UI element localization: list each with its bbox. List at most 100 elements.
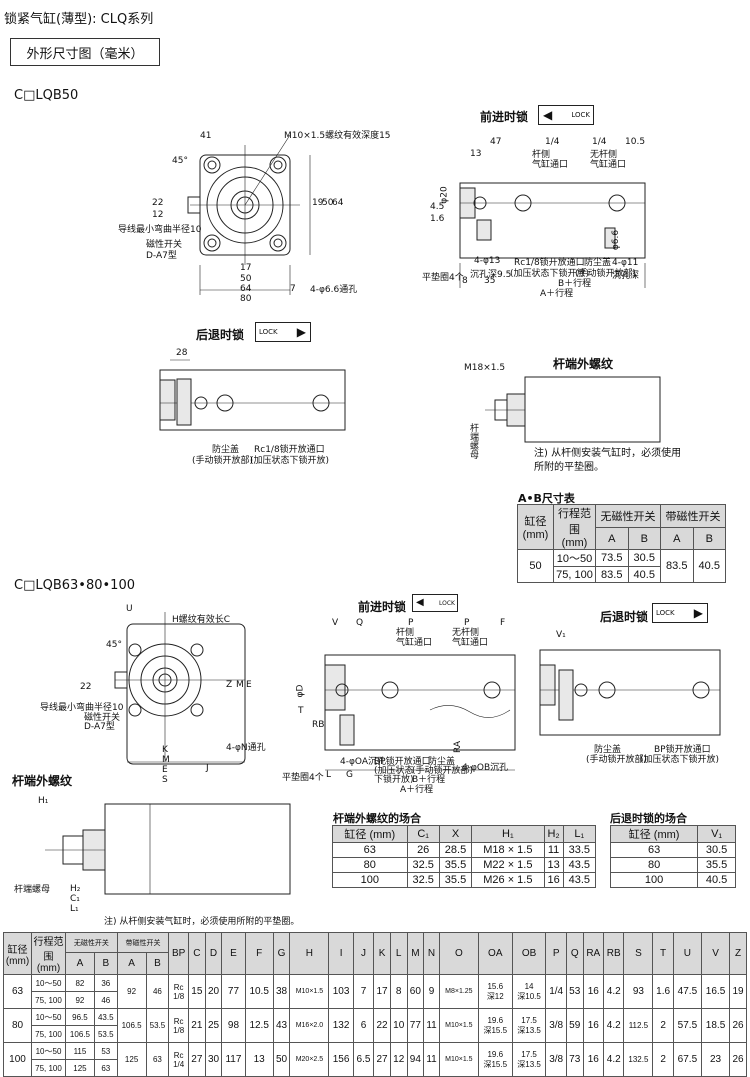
t4-col-header: G — [272, 932, 291, 975]
d63s-bp: BP锁开放通口 — [374, 757, 431, 767]
d50-hole: 4-φ6.6通孔 — [310, 285, 358, 295]
t4-cell: 6 — [352, 1008, 375, 1043]
d63r-h2: H₂ — [70, 884, 81, 894]
t1-b2: 40.5 — [627, 566, 661, 583]
t2-cell: 32.5 — [406, 872, 440, 888]
t3-header-cell: 缸径 (mm) — [609, 825, 699, 843]
t4-a: 96.5 — [65, 1008, 95, 1026]
d63-sw1: 导线最小弯曲半径10 — [40, 703, 124, 713]
d63s-headp: 无杆侧 气缸通口 — [452, 628, 489, 648]
d50s-35: 35 — [484, 276, 496, 286]
t4-cell: 3/8 — [545, 1008, 567, 1043]
d63r-nut: 杆端螺母 — [14, 885, 51, 895]
d50-7: 7 — [290, 284, 296, 294]
d50s-105: 10.5 — [625, 137, 646, 147]
t2-cell: 35.5 — [438, 872, 473, 888]
t1-h-bore: 缸径 (mm) — [517, 504, 554, 550]
t2-header-cell: H₂ — [543, 825, 564, 843]
d50s-66: φ6.6 — [611, 229, 622, 251]
t3-header-cell: V₁ — [697, 825, 736, 843]
d63s-cap2: (手动锁开放部) — [412, 766, 474, 776]
t4-mag-b: 63 — [145, 1042, 170, 1077]
t4-cell: M20×2.5 — [289, 1042, 330, 1077]
t4-cell: 16.5 — [700, 974, 731, 1009]
t4-cell: 16 — [582, 974, 605, 1009]
t4-cell: Rc 1/8 — [168, 974, 190, 1009]
t3-cell: 100 — [609, 872, 699, 888]
d50-19: 19 — [312, 198, 324, 208]
d63s-ob: 4-φOB沉孔 — [462, 763, 509, 773]
t4-bore: 80 — [3, 1008, 32, 1043]
t4-cell: 1/4 — [545, 974, 567, 1009]
t4-cell: 16 — [582, 1008, 605, 1043]
lock-forward-icon-63: ◀LOCK — [412, 594, 458, 612]
d50b-rel2: (加压状态下锁开放) — [250, 456, 330, 466]
d63b-bp2: (加压状态下锁开放) — [640, 755, 720, 765]
t4-col-header: V — [700, 932, 731, 975]
t4-col-header: RA — [582, 932, 605, 975]
t4-col-header: U — [672, 932, 702, 975]
t2-header-cell: H₁ — [471, 825, 545, 843]
note-washer-63: 注) 从杆侧安装气缸时，必须使用所附的平垫圈。 — [104, 917, 300, 927]
back-view-50 — [159, 359, 346, 431]
t4-cell: 11 — [423, 1008, 440, 1043]
front-view-63 — [114, 612, 246, 765]
front-view-50 — [187, 134, 311, 295]
backward-lock-label-63: 后退时锁 — [600, 610, 649, 624]
t4-cell: 4.2 — [603, 974, 625, 1009]
t4-b: 63 — [93, 1059, 118, 1077]
t4-cell: 25 — [204, 1008, 223, 1043]
d50s-rodport: 杆侧 气缸通口 — [532, 150, 569, 170]
t4-cell: 16 — [582, 1042, 605, 1077]
d63s-f: F — [500, 618, 506, 628]
dimension-heading-box: 外形尺寸图（毫米） — [10, 38, 160, 66]
t2-cell: 28.5 — [438, 842, 473, 858]
t4-col-header: L — [389, 932, 408, 975]
d50-12: 12 — [152, 210, 164, 220]
d63s-oa: 4-φOA沉孔 — [340, 757, 386, 767]
d63-angle: 45° — [106, 640, 122, 650]
t3-cell: 80 — [609, 857, 699, 873]
t4-col-header: J — [352, 932, 375, 975]
t2-cell: M22 × 1.5 — [471, 857, 545, 873]
t4-b: 53.5 — [93, 1025, 118, 1043]
t4-cell: 13 — [244, 1042, 274, 1077]
d63s-bst: B＋行程 — [412, 775, 446, 785]
t4-h-range: 行程范围 (mm) — [31, 932, 66, 975]
t1-a2: 83.5 — [595, 566, 629, 583]
t4-cell: Rc 1/8 — [168, 1008, 190, 1043]
d50s-45: 4.5 — [430, 202, 445, 212]
d63s-rb: RB — [312, 720, 325, 730]
t4-cell: 26 — [729, 1042, 747, 1077]
t1-r2: 75, 100 — [553, 566, 596, 583]
t4-b: 43.5 — [93, 1008, 118, 1026]
t4-cell: 19.6 深15.5 — [477, 1008, 513, 1043]
ab-dimension-table: 缸径 (mm) 行程范围 (mm) 无磁性开关 带磁性开关 A B A B 50… — [517, 503, 726, 583]
lock-backward-icon-63: LOCK▶ — [652, 603, 708, 623]
t4-col-header: M — [406, 932, 425, 975]
t4-cell: 77 — [406, 1008, 425, 1043]
d63s-p1: P — [408, 618, 414, 628]
d50-switch-type: D-A7型 — [146, 251, 177, 261]
t4-sub-header: B — [93, 952, 118, 975]
t4-bore: 63 — [3, 974, 32, 1009]
t4-cell: 73 — [565, 1042, 584, 1077]
t4-cell: 117 — [221, 1042, 246, 1077]
d63b-v1: V₁ — [556, 630, 566, 640]
t4-mag-a: 125 — [116, 1042, 147, 1077]
t4-a: 115 — [65, 1042, 95, 1060]
t4-cell: 10.5 — [244, 974, 274, 1009]
t4-mag-a: 106.5 — [116, 1008, 147, 1043]
t1-r1: 10～50 — [553, 549, 596, 567]
t4-cell: 10 — [389, 1008, 408, 1043]
t4-cell: 43 — [272, 1008, 291, 1043]
t4-col-header: Z — [729, 932, 747, 975]
t4-cell: 17.5 深13.5 — [511, 1042, 547, 1077]
d50s-cb1b: 沉孔深9.5 — [470, 270, 512, 280]
t4-cell: 11 — [423, 1042, 440, 1077]
t2-cell: 100 — [332, 872, 408, 888]
